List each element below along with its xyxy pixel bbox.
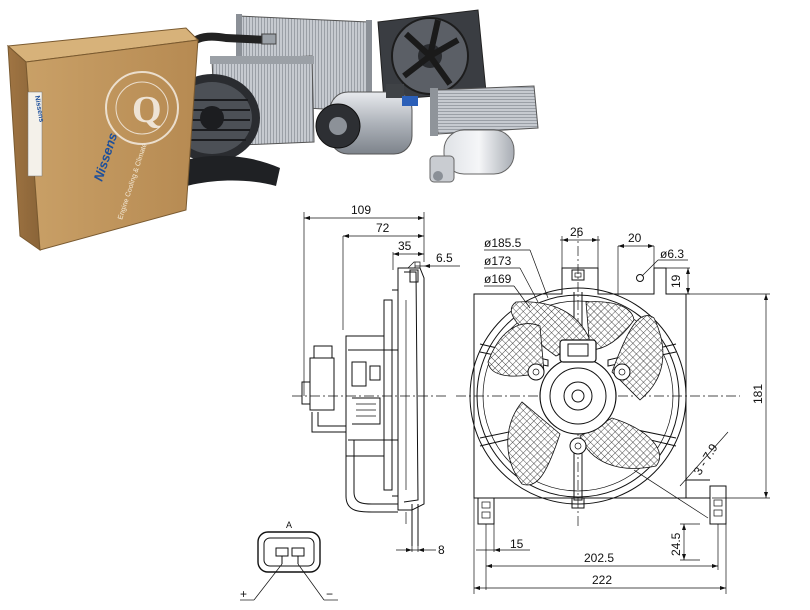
front-dim-top-offset: 20 [628, 231, 642, 245]
fan-front-view-drawing: 26 20 ø6.3 19 ø185.5 ø173 ø169 181 [456, 225, 770, 594]
shroud-side-profile [383, 261, 425, 546]
side-dim-flange: 6.5 [436, 251, 453, 265]
front-dim-hole-span: 202.5 [584, 551, 614, 565]
front-dim-overall-width: 222 [592, 573, 612, 587]
connector-plus-label: + [240, 587, 247, 601]
front-dim-top-width: 26 [570, 225, 584, 239]
box-seal-letter: Q [132, 89, 162, 131]
front-dim-foot-offset: 15 [510, 537, 524, 551]
receiver-drier-image [429, 129, 515, 183]
side-dim-mid: 72 [376, 221, 390, 235]
front-dim-bottom-height: 24.5 [669, 532, 683, 556]
motor-hub-front [527, 339, 631, 455]
front-dim-height: 181 [751, 384, 765, 404]
motor-side-profile [301, 335, 399, 513]
front-dim-hole-dia: ø6.3 [660, 247, 684, 261]
fan-side-view-drawing: 109 72 35 6.5 [292, 203, 460, 557]
front-dim-mid-diameter: ø173 [484, 254, 512, 268]
connector-pin-mark: A [286, 520, 292, 530]
side-dim-overall: 109 [351, 203, 371, 217]
front-dim-slot: 3 - 7.9 [691, 441, 721, 478]
side-dim-inner: 35 [398, 239, 412, 253]
connector-minus-label: − [326, 587, 333, 601]
product-photo-collage: Q Nissens Nissens Engine Cooling & Clima… [6, 9, 539, 252]
radiator-fan-image [377, 9, 487, 101]
connector-detail-drawing: A + − [240, 520, 338, 601]
ac-compressor-image [315, 84, 418, 155]
product-box-image: Q Nissens Nissens Engine Cooling & Clima… [6, 27, 200, 252]
box-side-brand: Nissens [33, 95, 45, 123]
front-dim-inner-diameter: ø169 [484, 272, 512, 286]
front-dim-top-height: 19 [669, 274, 683, 288]
front-dim-outer-diameter: ø185.5 [484, 236, 522, 250]
heater-core-image [430, 85, 539, 136]
side-dim-bottom: 8 [438, 543, 445, 557]
